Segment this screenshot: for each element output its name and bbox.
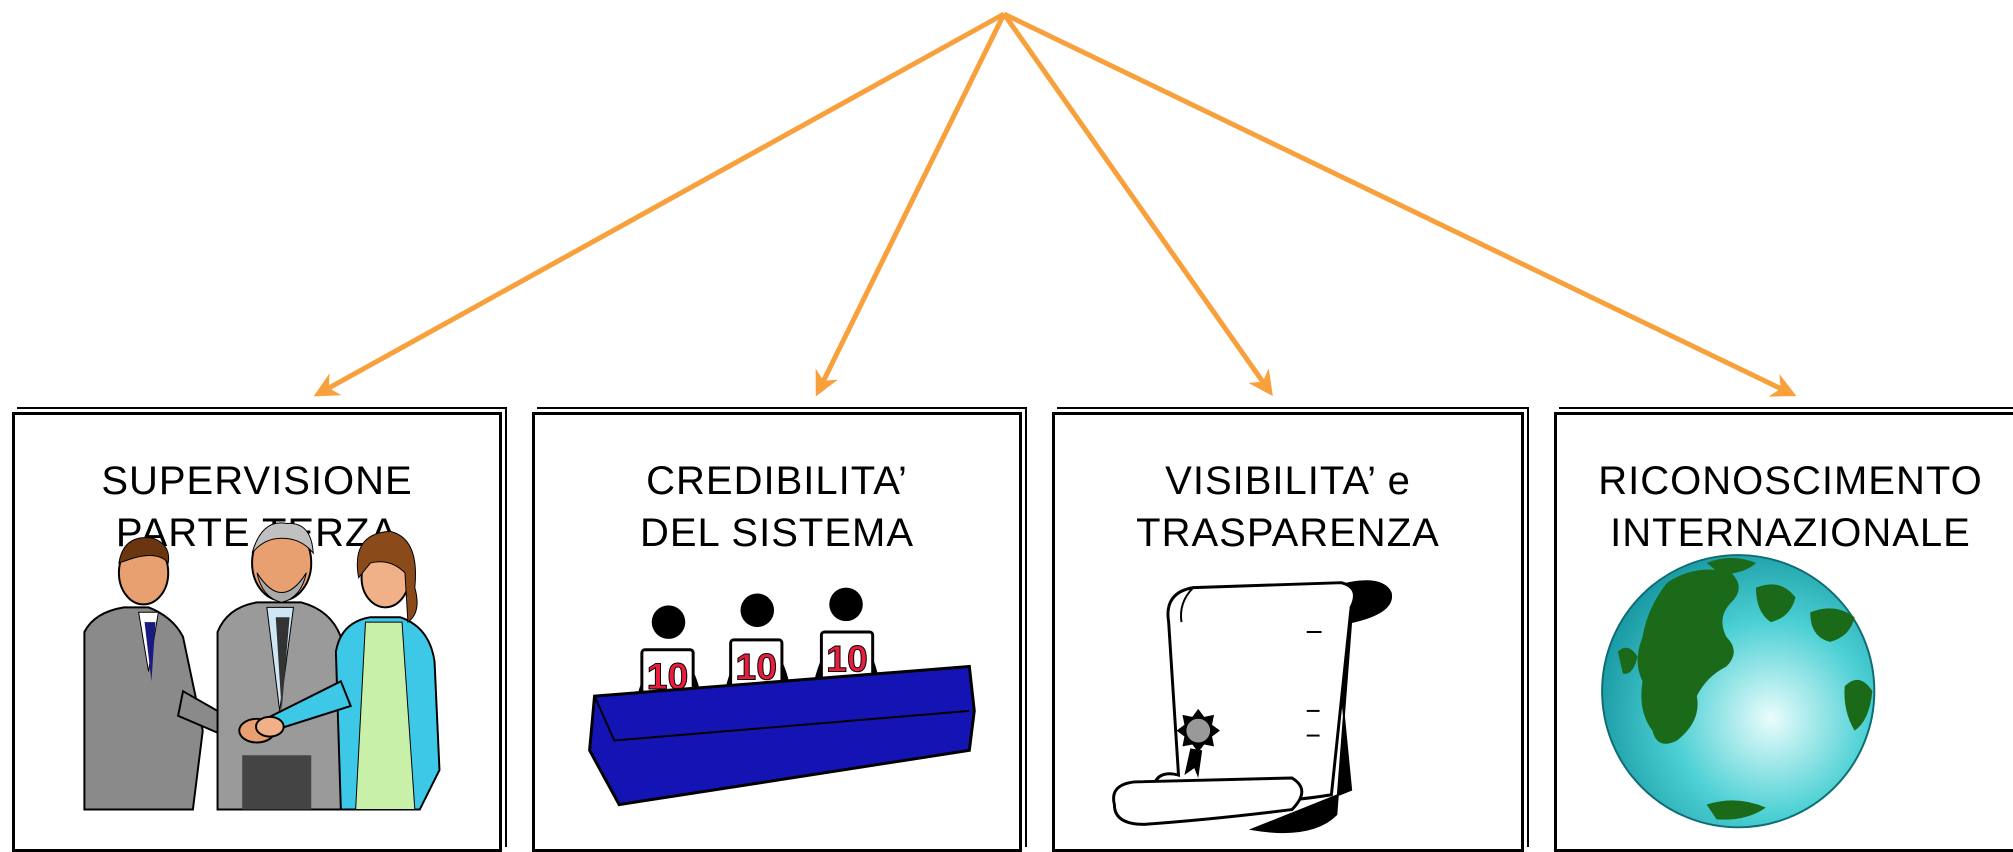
card-title: CREDIBILITA’ DEL SISTEMA — [535, 455, 1019, 559]
arrow-to-credibilita — [815, 12, 1007, 397]
judges-score-10-icon: 10 10 10 — [588, 587, 976, 807]
certificate-scroll-icon — [1112, 580, 1393, 834]
card-visibilita: VISIBILITA’ e TRASPARENZA — [1052, 412, 1524, 852]
card-title: RICONOSCIMENTO INTERNAZIONALE — [1557, 455, 2013, 559]
card-title-line1: VISIBILITA’ e — [1165, 459, 1411, 503]
score-label: 10 — [826, 637, 868, 679]
globe-icon — [1601, 554, 1876, 829]
card-supervisione: SUPERVISIONE PARTE TERZA — [12, 412, 502, 852]
card-riconoscimento: RICONOSCIMENTO INTERNAZIONALE — [1554, 412, 2013, 852]
score-label: 10 — [735, 645, 777, 687]
card-title-line1: CREDIBILITA’ — [646, 459, 908, 503]
handshake-people-icon — [83, 522, 441, 811]
card-title-line2: DEL SISTEMA — [639, 511, 915, 555]
card-credibilita: CREDIBILITA’ DEL SISTEMA 10 10 10 — [532, 412, 1022, 852]
card-title-line1: SUPERVISIONE — [101, 459, 413, 503]
arrow-to-riconoscimento — [1002, 11, 1797, 397]
card-title-line1: RICONOSCIMENTO — [1598, 459, 1983, 503]
card-title-line2: INTERNAZIONALE — [1610, 511, 1971, 555]
card-title-line2: TRASPARENZA — [1136, 511, 1440, 555]
card-title: VISIBILITA’ e TRASPARENZA — [1055, 455, 1521, 559]
arrow-to-supervisione — [313, 11, 1006, 397]
arrow-to-visibilita — [1001, 12, 1273, 397]
